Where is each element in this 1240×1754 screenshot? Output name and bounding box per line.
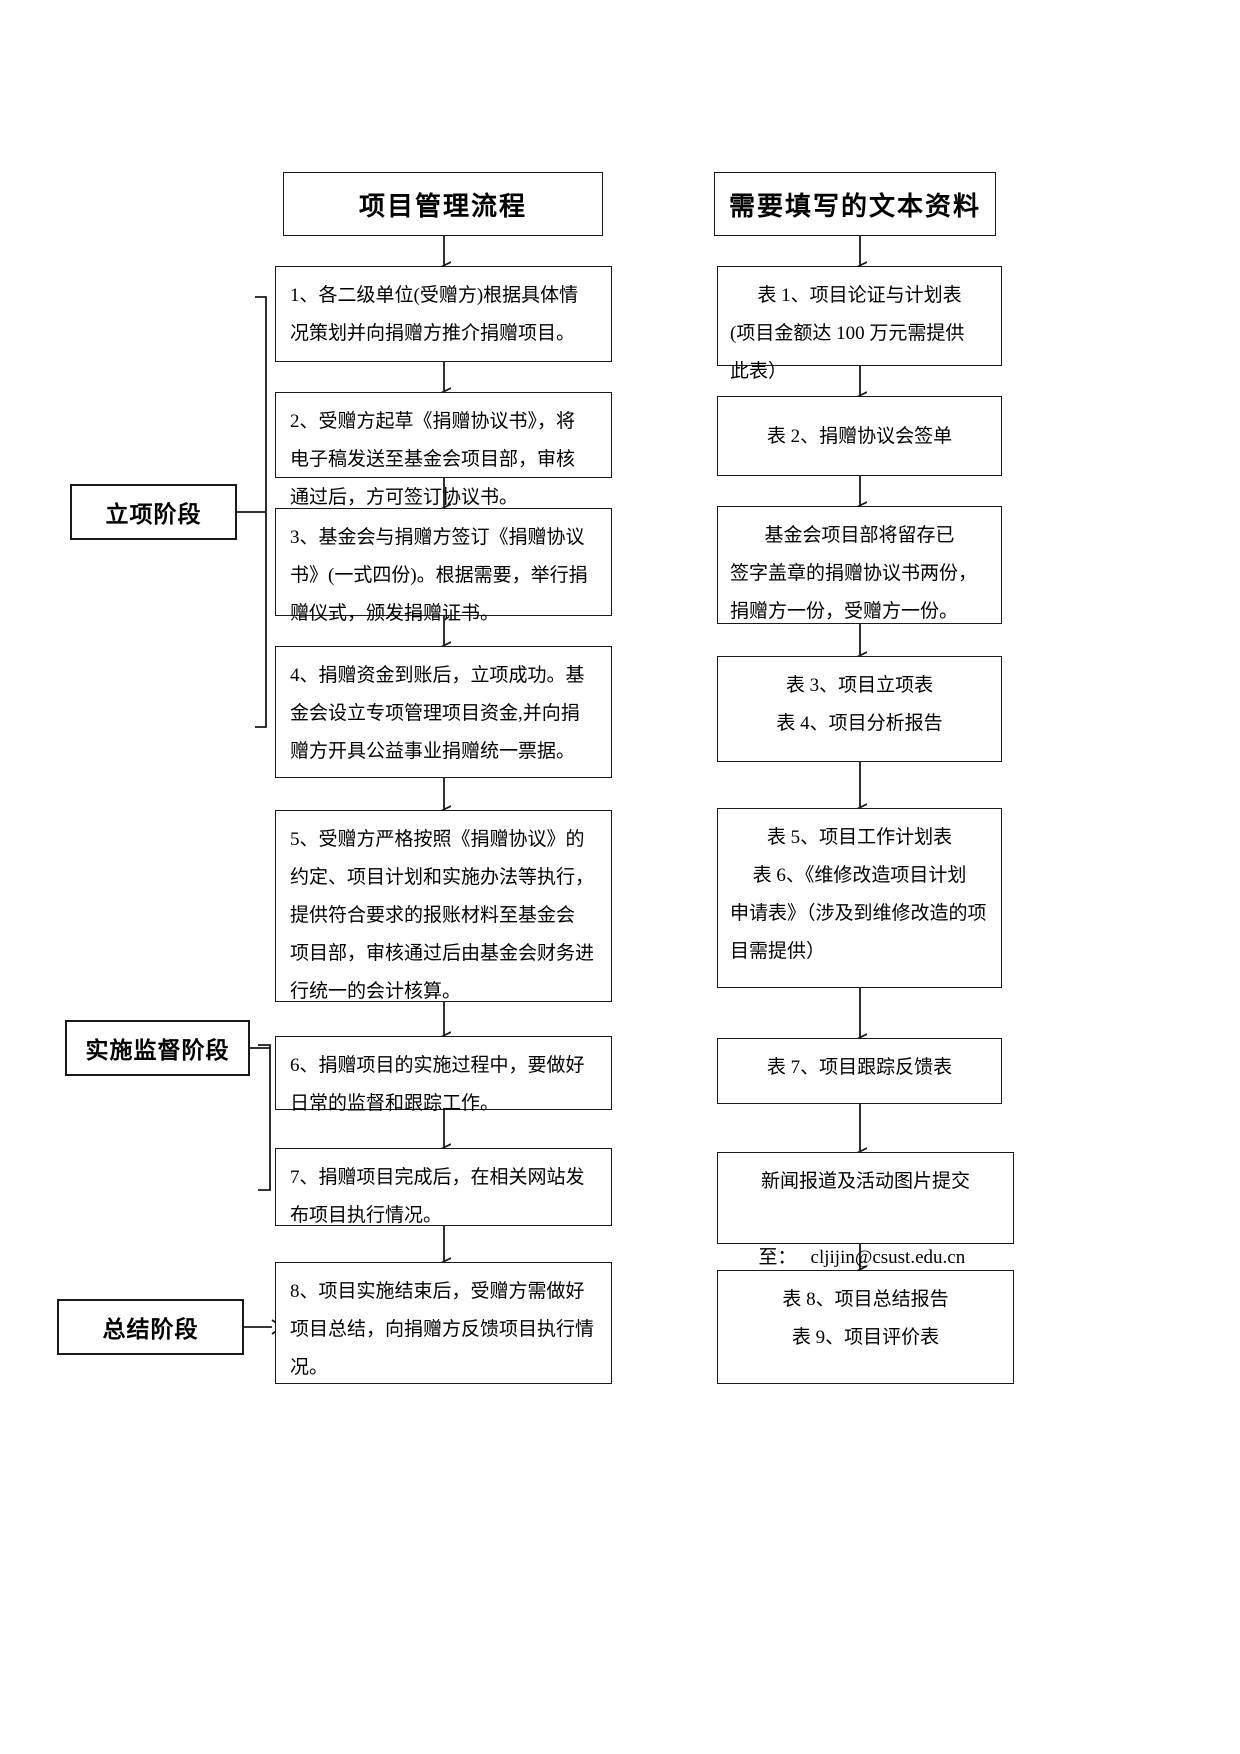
process-step-7: 7、捐赠项目完成后，在相关网站发 布项目执行情况。: [275, 1148, 612, 1226]
header-left-label: 项目管理流程: [358, 191, 527, 221]
process-step-2: 2、受赠方起草《捐赠协议书》，将 电子稿发送至基金会项目部，审核 通过后，方可签…: [275, 392, 612, 508]
step-8-line-2: 项目总结，向捐赠方反馈项目执行情: [290, 1319, 595, 1340]
stage-initiation-label: 立项阶段: [105, 501, 202, 527]
document-item-2: 表 2、捐赠协议会签单: [717, 396, 1002, 476]
process-step-3: 3、基金会与捐赠方签订《捐赠协议 书》(一式四份)。根据需要，举行捐 赠仪式，颁…: [275, 508, 612, 624]
step-5-line-1: 5、受赠方严格按照《捐赠协议》的: [290, 829, 585, 850]
doc-8-line-1: 表 8、项目总结报告: [782, 1289, 949, 1310]
doc-5-line-3: 申请表》（涉及到维修改造的项: [730, 903, 987, 924]
step-7-line-2: 布项目执行情况。: [290, 1205, 443, 1226]
doc-5-line-4: 目需提供）: [730, 941, 826, 962]
step-2-line-3: 通过后，方可签订协议书。: [290, 487, 519, 508]
process-step-4: 4、捐赠资金到账后，立项成功。基 金会设立专项管理项目资金,并向捐 赠方开具公益…: [275, 646, 612, 778]
step-4-line-2: 金会设立专项管理项目资金,并向捐: [290, 703, 580, 724]
step-8-line-3: 况。: [290, 1357, 329, 1378]
doc-8-line-2: 表 9、项目评价表: [791, 1327, 940, 1348]
document-item-7-email: 新闻报道及活动图片提交 至： cljijin@csust.edu.cn: [717, 1152, 1014, 1268]
doc-4-line-2: 表 4、项目分析报告: [776, 713, 943, 734]
doc-1-line-2: (项目金额达 100 万元需提供: [730, 323, 965, 344]
document-item-6: 表 7、项目跟踪反馈表: [717, 1038, 1002, 1104]
header-right-label: 需要填写的文本资料: [728, 191, 981, 221]
step-5-line-2: 约定、项目计划和实施办法等执行，: [290, 867, 595, 888]
stage-summary: 总结阶段: [57, 1299, 244, 1355]
step-4-line-1: 4、捐赠资金到账后，立项成功。基: [290, 665, 585, 686]
doc-7-line-1: 新闻报道及活动图片提交: [760, 1171, 970, 1192]
doc-3-line-2: 签字盖章的捐赠协议书两份，: [730, 563, 978, 584]
stage-supervision: 实施监督阶段: [65, 1020, 250, 1076]
step-3-line-3: 赠仪式，颁发捐赠证书。: [290, 603, 500, 624]
step-5-line-4: 项目部，审核通过后由基金会财务进: [290, 943, 595, 964]
step-5-line-5: 行统一的会计核算。: [290, 981, 462, 1002]
step-1-line-1: 1、各二级单位(受赠方)根据具体情: [290, 285, 579, 306]
step-3-line-1: 3、基金会与捐赠方签订《捐赠协议: [290, 527, 585, 548]
doc-1-line-1: 表 1、项目论证与计划表: [757, 285, 962, 306]
document-item-8: 表 8、项目总结报告 表 9、项目评价表: [717, 1270, 1014, 1384]
doc-7-email-row: 至： cljijin@csust.edu.cn: [730, 1201, 1001, 1315]
step-4-line-3: 赠方开具公益事业捐赠统一票据。: [290, 741, 576, 762]
document-item-1: 表 1、项目论证与计划表 (项目金额达 100 万元需提供 此表）: [717, 266, 1002, 382]
step-2-line-1: 2、受赠方起草《捐赠协议书》，将: [290, 411, 576, 432]
process-step-6: 6、捐赠项目的实施过程中，要做好 日常的监督和跟踪工作。: [275, 1036, 612, 1114]
document-item-4: 表 3、项目立项表 表 4、项目分析报告: [717, 656, 1002, 762]
doc-5-line-1: 表 5、项目工作计划表: [766, 827, 953, 848]
doc-4-line-1: 表 3、项目立项表: [785, 675, 934, 696]
doc-6-line-1: 表 7、项目跟踪反馈表: [766, 1057, 953, 1078]
document-item-3: 基金会项目部将留存已 签字盖章的捐赠协议书两份， 捐赠方一份，受赠方一份。: [717, 506, 1002, 624]
step-8-line-1: 8、项目实施结束后，受赠方需做好: [290, 1281, 585, 1302]
doc-5-line-2: 表 6、《维修改造项目计划: [752, 865, 967, 886]
process-step-8: 8、项目实施结束后，受赠方需做好 项目总结，向捐赠方反馈项目执行情 况。: [275, 1262, 612, 1384]
step-5-line-3: 提供符合要求的报账材料至基金会: [290, 905, 576, 926]
stage-initiation: 立项阶段: [70, 484, 237, 540]
process-step-5: 5、受赠方严格按照《捐赠协议》的 约定、项目计划和实施办法等执行， 提供符合要求…: [275, 810, 612, 1002]
step-3-line-2: 书》(一式四份)。根据需要，举行捐: [290, 565, 588, 586]
header-left-process: 项目管理流程: [283, 172, 603, 236]
step-7-line-1: 7、捐赠项目完成后，在相关网站发: [290, 1167, 585, 1188]
doc-1-line-3: 此表）: [730, 361, 788, 382]
doc-7-email-label: 至：: [758, 1247, 797, 1268]
process-step-1: 1、各二级单位(受赠方)根据具体情 况策划并向捐赠方推介捐赠项目。: [275, 266, 612, 362]
step-1-line-2: 况策划并向捐赠方推介捐赠项目。: [290, 323, 576, 344]
step-6-line-1: 6、捐赠项目的实施过程中，要做好: [290, 1055, 585, 1076]
document-item-5: 表 5、项目工作计划表 表 6、《维修改造项目计划 申请表》（涉及到维修改造的项…: [717, 808, 1002, 988]
doc-3-line-1: 基金会项目部将留存已: [764, 525, 955, 546]
header-right-documents: 需要填写的文本资料: [714, 172, 996, 236]
step-6-line-2: 日常的监督和跟踪工作。: [290, 1093, 500, 1114]
doc-2-line-1: 表 2、捐赠协议会签单: [766, 426, 953, 447]
doc-3-line-3: 捐赠方一份，受赠方一份。: [730, 601, 959, 622]
step-2-line-2: 电子稿发送至基金会项目部，审核: [290, 449, 576, 470]
stage-summary-label: 总结阶段: [102, 1316, 199, 1342]
stage-supervision-label: 实施监督阶段: [85, 1037, 230, 1063]
doc-7-email-address[interactable]: cljijin@csust.edu.cn: [810, 1247, 966, 1268]
